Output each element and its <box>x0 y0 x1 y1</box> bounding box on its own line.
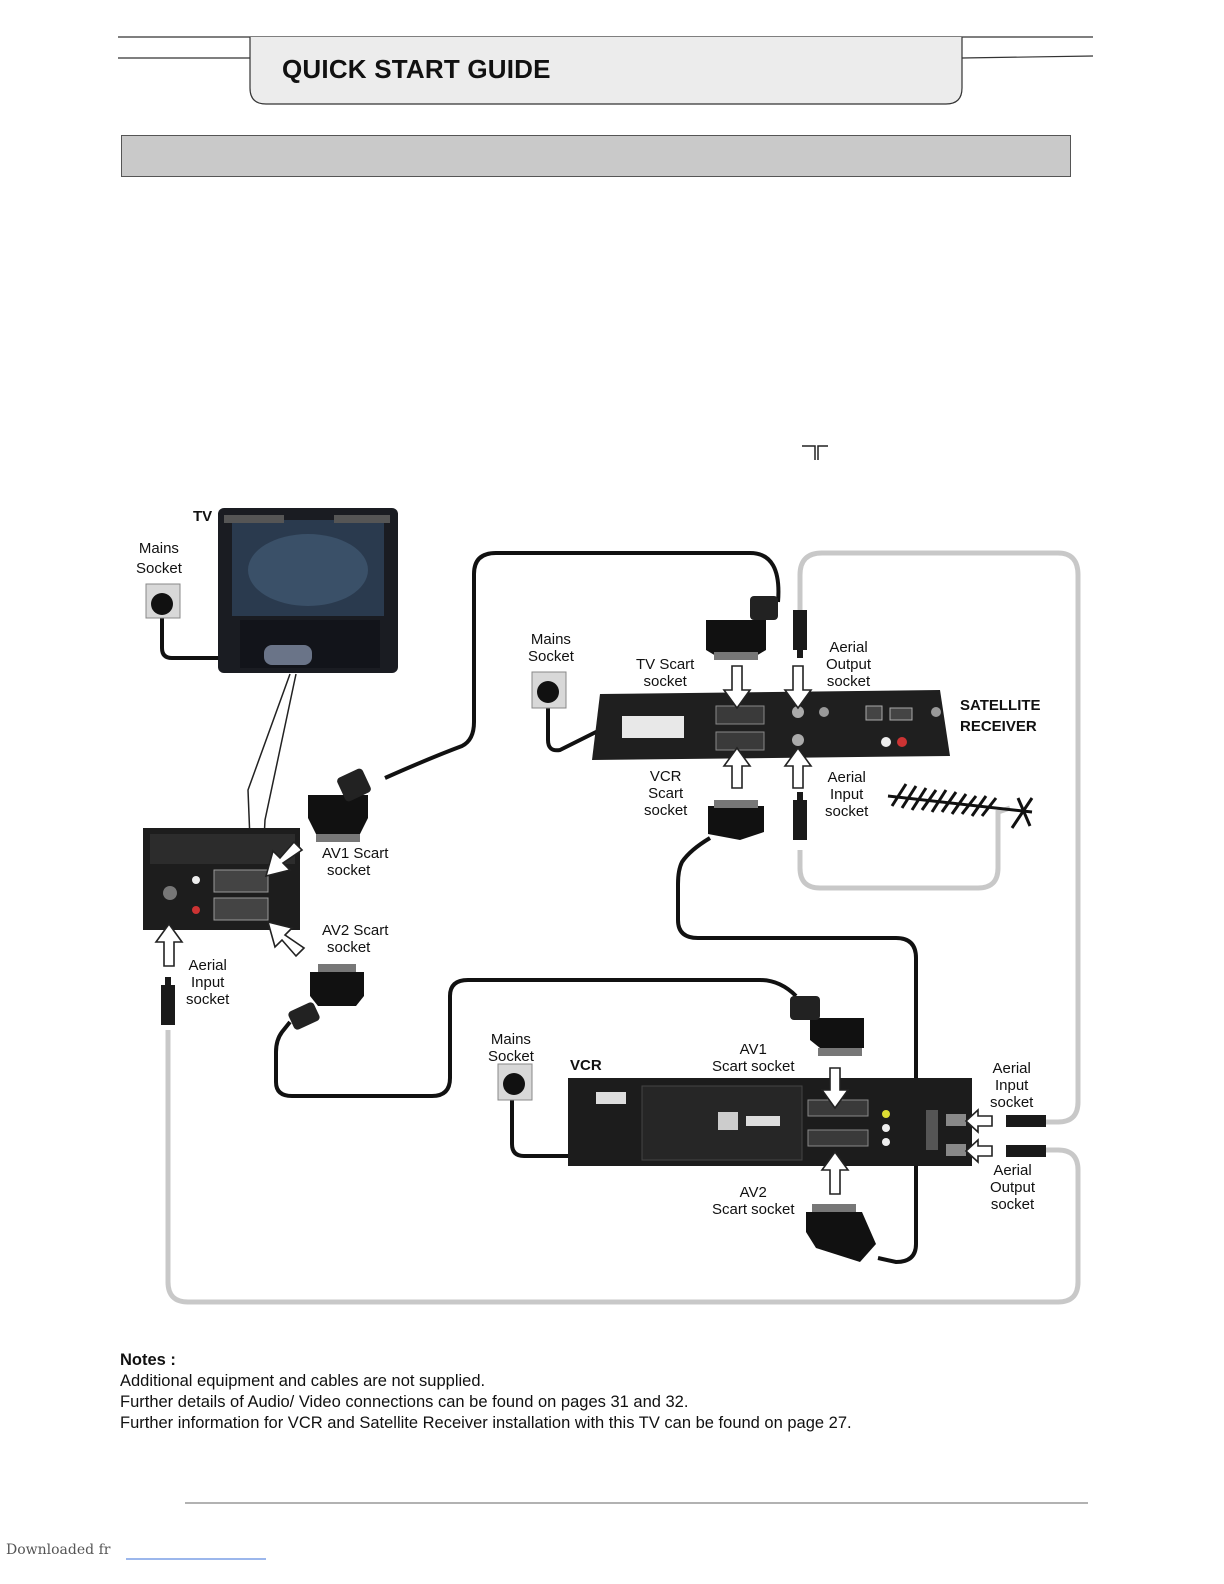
footer-download-text: Downloaded fr <box>6 1542 111 1558</box>
page-title: QUICK START GUIDE <box>282 54 551 84</box>
notes-line: Further information for VCR and Satellit… <box>120 1414 852 1432</box>
scart-plug <box>288 964 364 1030</box>
scart-plug <box>708 800 764 840</box>
vcr-name-label: VCR <box>570 1057 602 1074</box>
vcr-mains-plug <box>497 1063 533 1101</box>
tv-image <box>218 508 398 673</box>
tv-mains-plug <box>145 583 181 619</box>
notes-section: Notes : Additional equipment and cables … <box>120 1350 852 1434</box>
scart-plug <box>308 768 371 842</box>
symbol-mark <box>802 445 828 460</box>
notes-heading: Notes : <box>120 1351 176 1369</box>
pointer-arrows <box>154 665 993 1195</box>
scart-plug <box>790 996 864 1056</box>
grey-aerial-cables <box>165 550 1081 1305</box>
tv-callout <box>247 673 297 841</box>
satellite-receiver-image <box>592 690 950 760</box>
antenna-icon <box>887 783 1034 829</box>
notes-line: Additional equipment and cables are not … <box>120 1372 486 1390</box>
tv-label: TV <box>193 508 213 525</box>
scart-plug <box>706 596 778 660</box>
black-cables <box>160 551 918 1265</box>
header-frame <box>118 36 1094 105</box>
sat-mains-plug <box>531 671 567 709</box>
vcr-image <box>568 1078 972 1166</box>
section-title-bar <box>121 135 1071 177</box>
tv-back-panel <box>143 828 300 930</box>
coax-plug <box>161 610 1046 1157</box>
scart-plug <box>806 1204 876 1262</box>
notes-line: Further details of Audio/ Video connecti… <box>120 1393 689 1411</box>
